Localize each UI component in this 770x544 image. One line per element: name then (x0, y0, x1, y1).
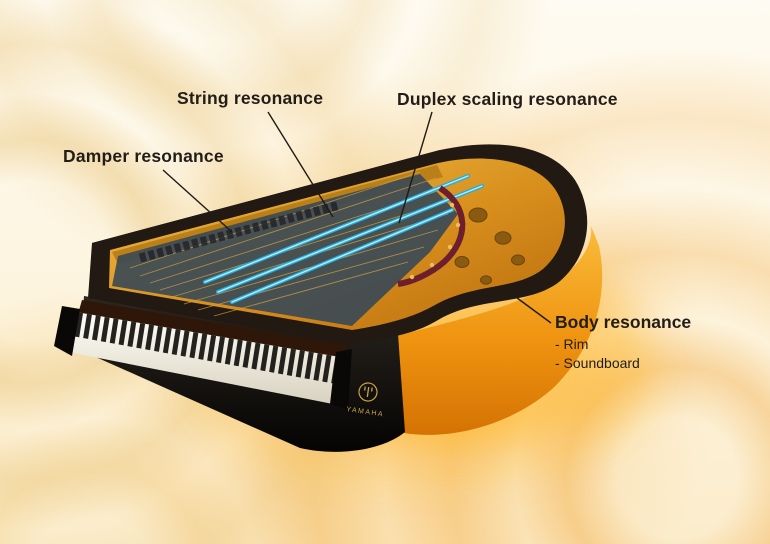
duplex-bridge (397, 185, 466, 287)
damper-row (138, 200, 342, 263)
label-body-soundboard: - Soundboard (555, 355, 640, 371)
tuning-fork-icon (364, 386, 373, 398)
keyboard-black-keys (72, 312, 340, 384)
piano-body-amber (396, 226, 603, 435)
leader-string (267, 111, 334, 218)
keyboard-cheek-left (54, 306, 80, 356)
label-damper-resonance: Damper resonance (63, 146, 224, 166)
label-string-resonance: String resonance (177, 88, 324, 108)
label-body-resonance: Body resonance (555, 312, 692, 332)
keyboard-nameboard (78, 300, 347, 358)
string-highlight (203, 174, 484, 304)
leader-body (508, 291, 552, 324)
label-body-resonance-group: Body resonance - Rim - Soundboard (555, 312, 691, 371)
leader-damper (162, 169, 233, 233)
plate-holes (454, 207, 525, 285)
label-duplex-scaling-resonance: Duplex scaling resonance (397, 89, 618, 109)
keyboard-cheek-right (330, 349, 352, 410)
leader-duplex (398, 111, 433, 224)
leader-lines (162, 111, 552, 324)
label-body-rim: - Rim (555, 336, 589, 352)
duplex-bridge-pins (409, 202, 461, 280)
